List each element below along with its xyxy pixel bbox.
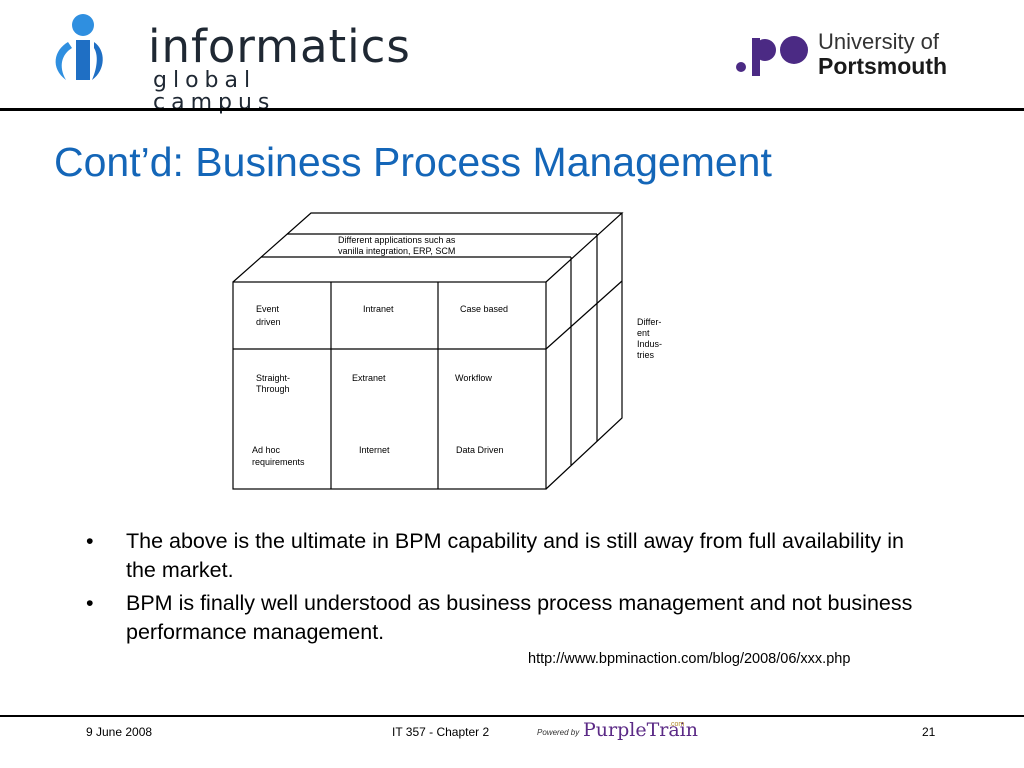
cell-data-driven: Data Driven [456, 445, 504, 455]
cell-ad-hoc-line1: Ad hoc [252, 445, 281, 455]
informatics-wordmark: informatics [148, 20, 411, 73]
side-label-line3: Indus- [637, 339, 662, 349]
header-divider [0, 108, 1024, 111]
header: informatics global campus University of … [0, 0, 1024, 114]
powered-by-label: Powered by [537, 728, 580, 737]
footer-date: 9 June 2008 [86, 725, 153, 739]
portsmouth-dots-logo-icon [736, 36, 808, 76]
cell-intranet: Intranet [363, 304, 394, 314]
bpm-cube-diagram: Different applications such as vanilla i… [232, 212, 662, 490]
cell-ad-hoc-line2: requirements [252, 457, 305, 467]
university-of-portsmouth-logo: University of Portsmouth [734, 28, 984, 83]
footer-course-label: IT 357 - Chapter 2 [392, 725, 490, 739]
bullet-text: BPM is finally well understood as busine… [126, 591, 913, 644]
informatics-i-logo-icon [55, 14, 103, 80]
side-label-line1: Differ- [637, 317, 661, 327]
top-face-label-line1: Different applications such as [338, 235, 456, 245]
cell-workflow: Workflow [455, 373, 492, 383]
informatics-global-campus-logo: informatics global campus [48, 10, 410, 114]
purpletrain-logo-icon: Powered by PurpleTrain .com [537, 718, 698, 750]
cell-extranet: Extranet [352, 373, 386, 383]
purpletrain-wordmark: PurpleTrain [583, 719, 698, 741]
cube-front-face [232, 281, 547, 490]
side-label-line2: ent [637, 328, 650, 338]
university-of-wordmark: University of [818, 29, 940, 54]
cell-straight-through-line1: Straight- [256, 373, 290, 383]
top-face-label-line2: vanilla integration, ERP, SCM [338, 246, 455, 256]
bullet-mark: • [86, 529, 94, 553]
purpletrain-com-label: .com [669, 721, 685, 728]
portsmouth-wordmark: Portsmouth [818, 53, 948, 79]
bullet-mark: • [86, 591, 94, 615]
bullet-item: • The above is the ultimate in BPM capab… [86, 527, 926, 585]
footer-divider [0, 715, 1024, 717]
cell-straight-through-line2: Through [256, 384, 290, 394]
cell-event-driven-line2: driven [256, 317, 281, 327]
source-link[interactable]: http://www.bpminaction.com/blog/2008/06/… [528, 651, 851, 667]
cell-event-driven-line1: Event [256, 304, 280, 314]
page-number: 21 [922, 725, 936, 739]
slide-title: Cont’d: Business Process Management [54, 139, 772, 185]
cell-internet: Internet [359, 445, 390, 455]
bullet-list: • The above is the ultimate in BPM capab… [86, 527, 926, 651]
cell-case-based: Case based [460, 304, 508, 314]
side-label-line4: tries [637, 350, 655, 360]
bullet-item: • BPM is finally well understood as busi… [86, 589, 926, 647]
bullet-text: The above is the ultimate in BPM capabil… [126, 529, 904, 582]
